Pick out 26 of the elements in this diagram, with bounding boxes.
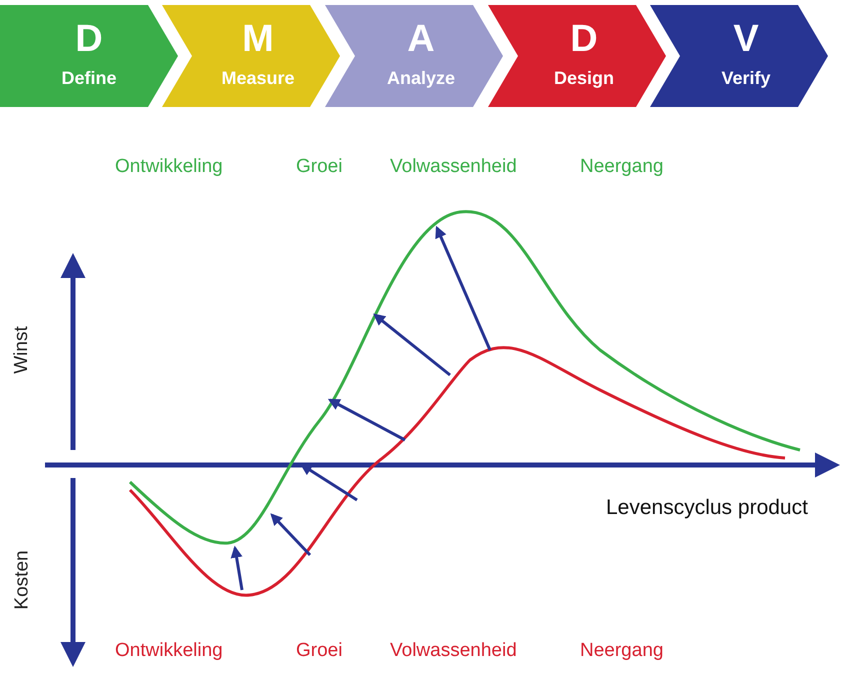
step-label: Measure [220,67,296,89]
step-letter: V [732,19,760,59]
phase-label: Ontwikkeling [115,156,223,178]
phase-label: Groei [296,156,342,178]
phase-label: Volwassenheid [390,156,517,178]
step-label: Define [60,67,118,89]
chevron-step [162,5,340,107]
chevron-step [325,5,503,107]
step-letter: D [74,19,104,59]
phase-label: Volwassenheid [390,640,517,662]
axis-label: Levenscyclus product [606,497,808,519]
step-label: Analyze [386,67,456,89]
step-letter: M [241,19,275,59]
chevron-step [0,5,178,107]
step-letter: D [569,19,599,59]
step-label: Design [552,67,615,89]
chevron-step [488,5,666,107]
chevron-step [650,5,828,107]
phase-label: Groei [296,640,342,662]
step-label: Verify [720,67,772,89]
step-letter: A [406,19,436,59]
phase-label: Neergang [580,640,664,662]
axis-label: Kosten [11,550,34,610]
axis-label: Winst [10,326,33,374]
phase-label: Ontwikkeling [115,640,223,662]
phase-label: Neergang [580,156,664,178]
